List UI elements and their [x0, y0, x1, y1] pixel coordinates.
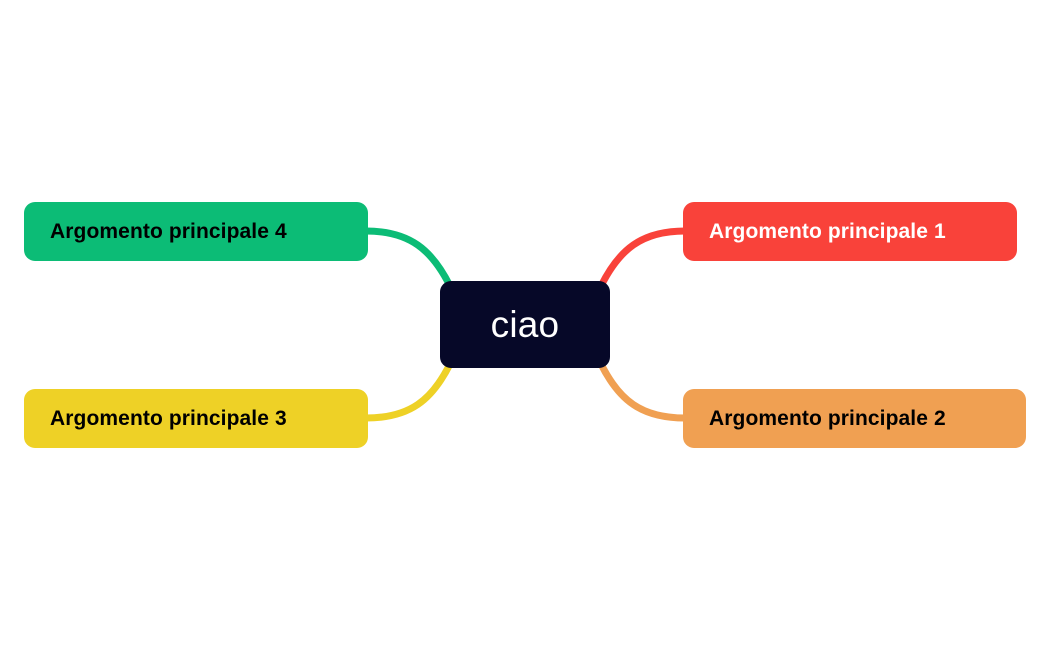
node-label-topic-1: Argomento principale 1: [709, 220, 946, 243]
mind-map-central-node[interactable]: ciao: [440, 281, 610, 368]
node-label-topic-3: Argomento principale 3: [50, 407, 287, 430]
connector-to-topic-3: [362, 360, 454, 422]
connector-to-topic-1: [597, 227, 689, 290]
mind-map-node-topic-2[interactable]: Argomento principale 2: [683, 389, 1026, 448]
connector-to-topic-4: [362, 227, 454, 290]
mind-map-node-topic-4[interactable]: Argomento principale 4: [24, 202, 368, 261]
connector-to-topic-2: [597, 360, 689, 422]
mind-map-node-topic-1[interactable]: Argomento principale 1: [683, 202, 1017, 261]
mind-map-node-topic-3[interactable]: Argomento principale 3: [24, 389, 368, 448]
node-label-topic-2: Argomento principale 2: [709, 407, 946, 430]
central-node-label: ciao: [490, 304, 560, 345]
node-label-topic-4: Argomento principale 4: [50, 220, 287, 243]
